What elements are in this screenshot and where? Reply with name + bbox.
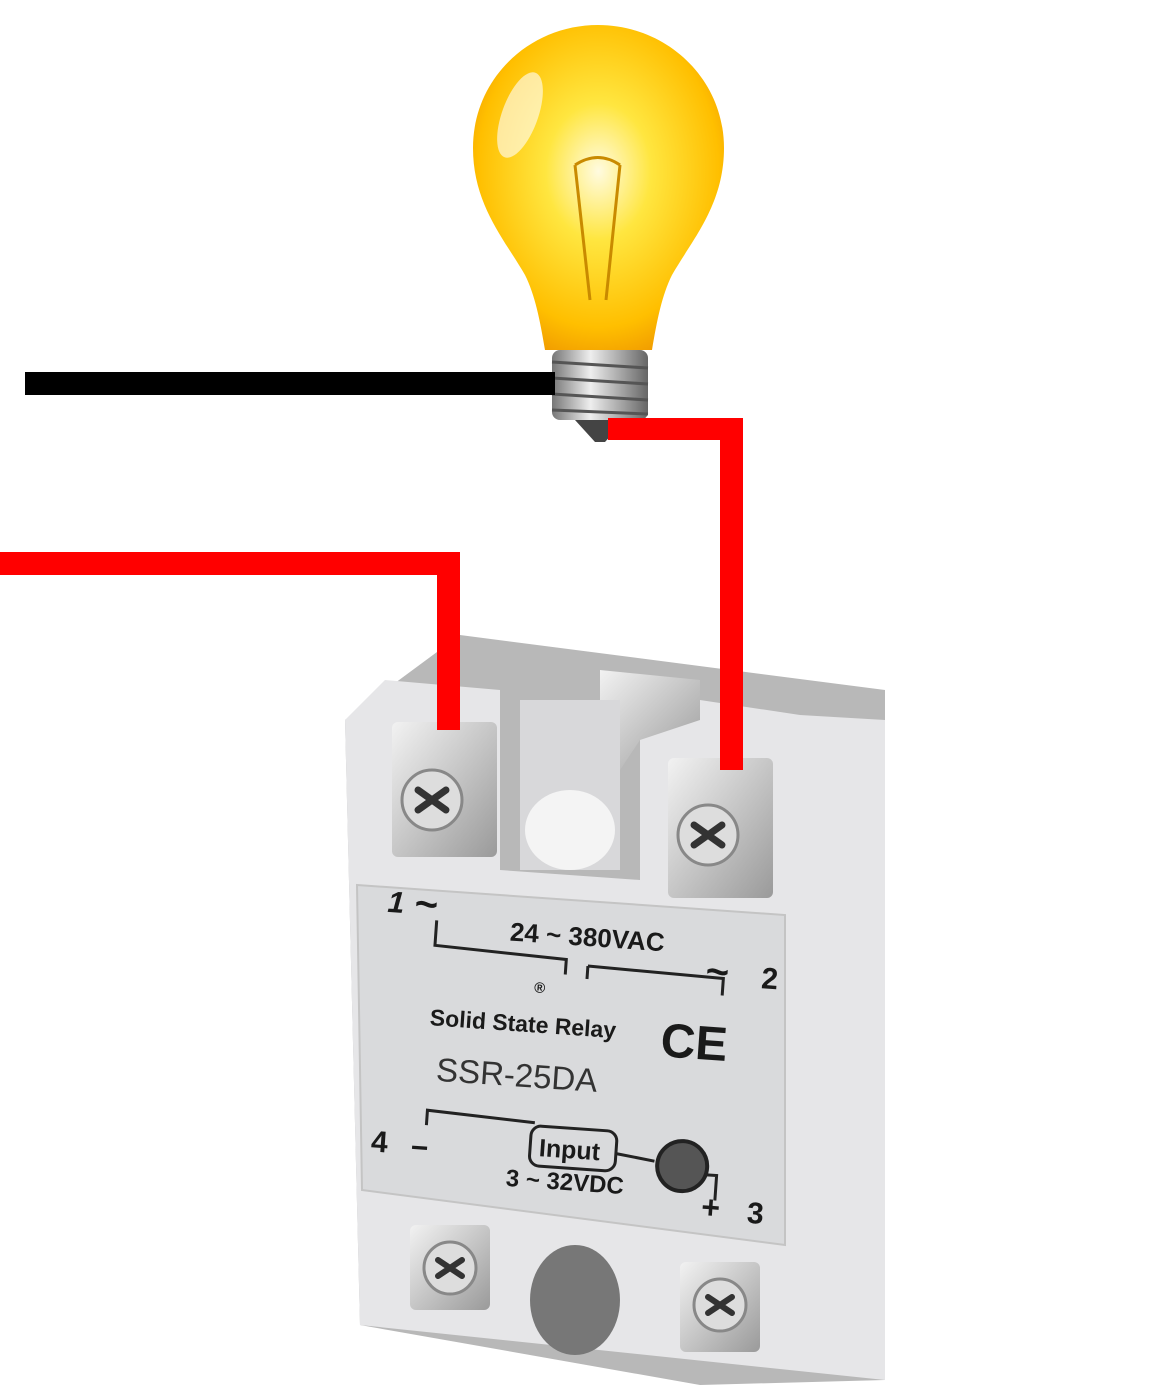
terminal-screw-4 — [410, 1225, 490, 1310]
terminal-2-label: 2 — [760, 962, 779, 996]
terminal-4-label: 4 — [370, 1125, 389, 1159]
terminal-3-label: 3 — [746, 1197, 765, 1231]
ac-symbol-2: ~ — [704, 949, 730, 995]
status-led — [655, 1139, 710, 1194]
terminal-screw-2 — [668, 758, 773, 898]
light-bulb — [473, 25, 724, 442]
solid-state-relay: 1 ~ 24 ~ 380VAC ~ 2 ® CE Solid State Rel… — [345, 635, 885, 1385]
ce-mark: CE — [659, 1014, 729, 1072]
terminal-screw-3 — [680, 1262, 760, 1352]
plus-sign: + — [700, 1189, 721, 1226]
input-label: Input — [538, 1134, 602, 1166]
minus-sign: − — [410, 1131, 430, 1165]
live-wire-supply — [0, 552, 460, 575]
terminal-screw-1 — [392, 722, 497, 857]
terminal-1-label: 1 — [387, 886, 406, 920]
live-wire-load — [608, 418, 743, 770]
ac-symbol-1: ~ — [413, 882, 439, 928]
neutral-wire — [25, 372, 555, 395]
registered-mark: ® — [534, 979, 546, 997]
live-wire-supply-drop — [437, 552, 460, 730]
